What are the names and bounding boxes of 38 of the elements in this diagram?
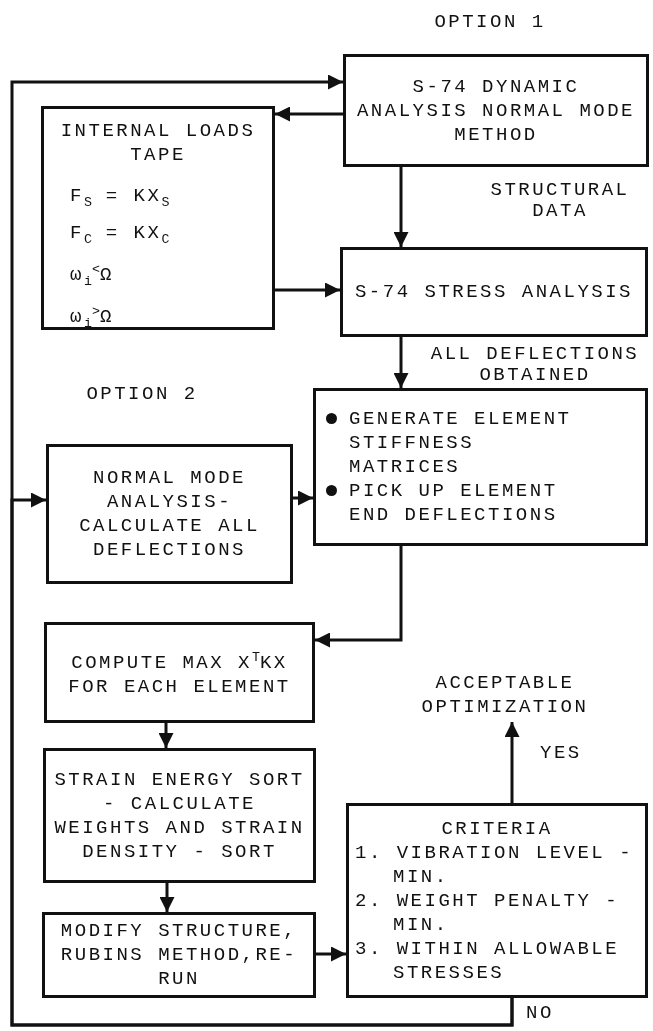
criteria-box bbox=[346, 803, 648, 998]
box-text: S-74 DYNAMIC ANALYSIS NORMAL MODE METHOD bbox=[355, 74, 636, 147]
box-text: NORMAL MODE ANALYSIS- CALCULATE ALL DEFLECTIONS bbox=[78, 466, 261, 562]
arrow bbox=[315, 546, 403, 648]
list-item: 2. WEIGHT PENALTY - MIN. bbox=[355, 888, 621, 937]
arrow bbox=[393, 337, 409, 388]
arrow bbox=[10, 492, 514, 1027]
arrow bbox=[159, 883, 175, 912]
list-item: PICK UP ELEMENT END DEFLECTIONS bbox=[349, 479, 559, 527]
formula: ω$_{i}$$^{>}$Ω bbox=[70, 302, 114, 333]
process-box bbox=[43, 748, 316, 883]
outcome-text: ACCEPTABLE OPTIMIZATION bbox=[420, 671, 590, 719]
arrow bbox=[293, 490, 313, 506]
box-heading: CRITERIA bbox=[441, 816, 553, 841]
box-text: STRAIN ENERGY SORT - CALCULATE WEIGHTS AND STRAIN DENSITY - SORT bbox=[53, 767, 306, 864]
box-text: S-74 STRESS ANALYSIS bbox=[354, 280, 633, 304]
box-heading: INTERNAL LOADS TAPE bbox=[59, 119, 257, 167]
list-item: GENERATE ELEMENT STIFFNESS MATRICES bbox=[349, 407, 573, 479]
formula: ω$_{i}$$^{<}$Ω bbox=[70, 260, 114, 291]
process-box bbox=[340, 247, 648, 337]
list-item: 1. VIBRATION LEVEL - MIN. bbox=[355, 840, 635, 889]
data-box bbox=[41, 106, 275, 330]
arrow bbox=[158, 723, 174, 748]
arrow bbox=[275, 282, 340, 298]
box-text: COMPUTE MAX X$^{T}$KX FOR EACH ELEMENT bbox=[67, 648, 292, 700]
formula: F$_{C}$ = KX$_{C}$ bbox=[70, 220, 170, 249]
process-box bbox=[44, 622, 315, 723]
arrow bbox=[316, 946, 346, 962]
process-box bbox=[46, 444, 293, 584]
process-box bbox=[313, 388, 648, 546]
arrow bbox=[275, 106, 343, 122]
process-box bbox=[343, 54, 649, 167]
process-box bbox=[42, 912, 316, 998]
formula: F$_{S}$ = KX$_{S}$ bbox=[70, 184, 170, 212]
list-item: 3. WITHIN ALLOWABLE STRESSES bbox=[355, 936, 621, 985]
arrow bbox=[504, 722, 520, 803]
box-text: MODIFY STRUCTURE, RUBINS METHOD,RE- RUN bbox=[59, 919, 299, 991]
arrow bbox=[393, 167, 409, 247]
